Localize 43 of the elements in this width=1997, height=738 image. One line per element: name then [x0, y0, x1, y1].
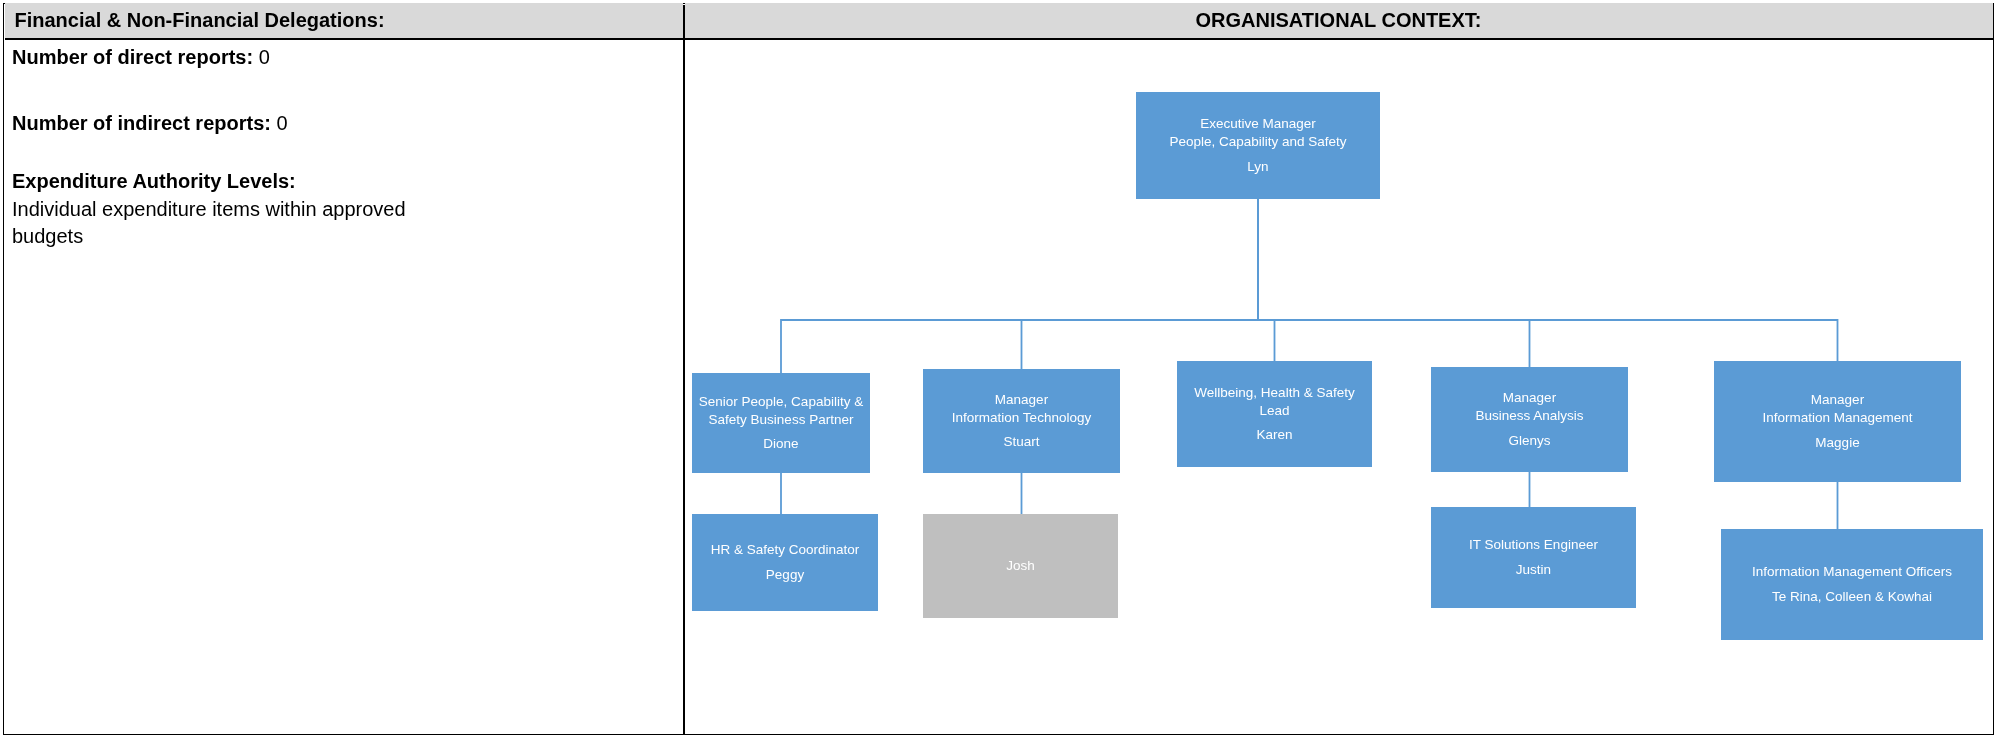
org-chart-box — [1177, 361, 1372, 467]
org-chart-box — [692, 373, 870, 473]
org-chart-box — [1721, 529, 1983, 640]
person-name: Lyn — [1247, 157, 1269, 176]
connector-line — [1020, 472, 1023, 515]
role-title: Manager — [994, 390, 1049, 409]
role-title: HR & Safety Coordinator — [710, 541, 860, 560]
org-chart-box — [923, 514, 1118, 618]
connector-line — [780, 472, 782, 515]
role-title: People, Capability and Safety — [1169, 133, 1347, 152]
role-title: Information Technology — [951, 408, 1092, 427]
role-title: Business Analysis — [1475, 407, 1584, 426]
section-heading: Expenditure Authority Levels: — [12, 169, 297, 194]
person-name: Karen — [1256, 426, 1293, 445]
column-header: Financial & Non-Financial Delegations: — [4, 3, 683, 38]
connector-line — [1836, 481, 1839, 530]
person-name: Peggy — [765, 565, 805, 584]
person-name: Justin — [1515, 560, 1552, 579]
person-name: Glenys — [1508, 431, 1551, 450]
org-chart-box — [1136, 92, 1380, 199]
role-title: Senior People, Capability & Safety Business Partner — [698, 392, 864, 429]
org-chart-box — [1431, 367, 1628, 472]
role-title: Information Management — [1762, 409, 1913, 428]
role-title: Josh — [1006, 556, 1035, 575]
delegation-text: Number of indirect reports: 0 — [12, 111, 289, 136]
role-title: Wellbeing, Health & Safety Lead — [1193, 383, 1356, 420]
delegation-text: Individual expenditure items within approved budgets — [12, 197, 407, 249]
role-title: Executive Manager — [1200, 115, 1316, 134]
org-chart-box — [1714, 361, 1961, 482]
org-chart-box — [692, 514, 878, 611]
role-title: Information Management Officers — [1751, 563, 1953, 582]
role-title: Manager — [1502, 389, 1557, 408]
person-name: Te Rina, Colleen & Kowhai — [1772, 587, 1932, 606]
org-chart-box — [1431, 507, 1636, 608]
column-header: ORGANISATIONAL CONTEXT: — [684, 3, 1993, 38]
person-name: Maggie — [1815, 433, 1860, 452]
role-title: IT Solutions Engineer — [1469, 536, 1598, 555]
person-name: Dione — [763, 435, 799, 454]
delegation-text: Number of direct reports: 0 — [12, 45, 271, 70]
person-name: Stuart — [1003, 433, 1040, 452]
org-chart-box — [923, 369, 1120, 473]
connector-line — [1528, 471, 1531, 508]
role-title: Manager — [1810, 391, 1865, 410]
